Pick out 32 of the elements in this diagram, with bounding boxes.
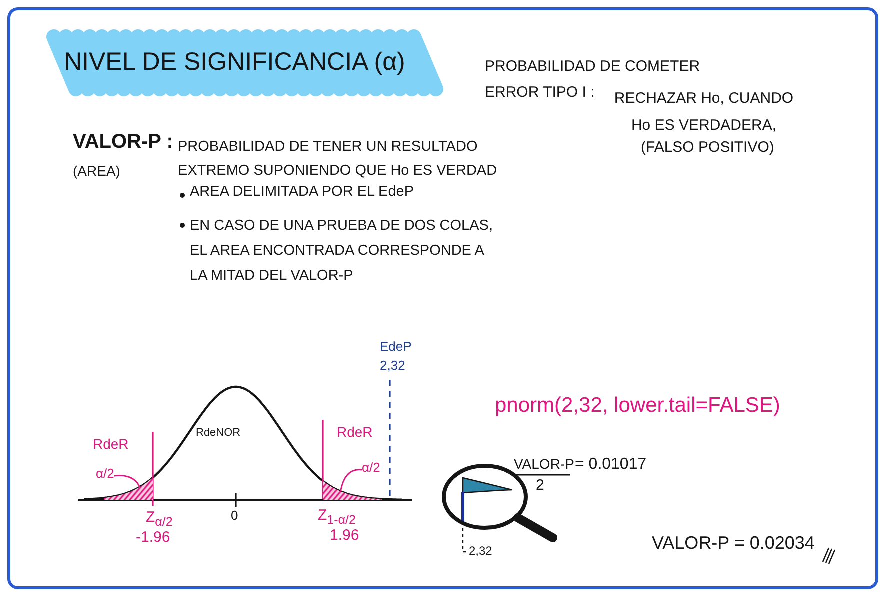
- z-score-label: Z$_{α/2}$: [146, 509, 173, 530]
- region-label: RdeR: [337, 424, 373, 440]
- statistic-label: EdeP: [380, 340, 412, 355]
- z-score-label: Z$_{1-α/2}$: [318, 507, 356, 528]
- definition-text: ERROR TIPO I :: [485, 84, 595, 102]
- shaded-tail-area: [323, 481, 382, 500]
- axis-value: 0: [231, 509, 238, 524]
- axis-value: 1.96: [330, 527, 360, 544]
- tail-label: α/2: [362, 461, 380, 476]
- region-label: RdeNOR: [196, 427, 241, 440]
- term-heading: VALOR-P :: [73, 131, 174, 154]
- region-label: RdeR: [93, 436, 129, 452]
- tail-label: α/2: [96, 467, 114, 482]
- statistic-value: 2,32: [380, 359, 406, 374]
- definition-text: PROBABILIDAD DE TENER UN RESULTADO EXTREMO SUPONIENDO QUE Ho ES VERDAD: [178, 138, 498, 181]
- title: NIVEL DE SIGNIFICANCIA (α): [64, 48, 406, 77]
- bullet-text: AREA DELIMITADA POR EL EdeP: [190, 184, 414, 201]
- result-text: = 0.01017: [575, 456, 647, 474]
- note-text: (FALSO POSITIVO): [641, 139, 774, 156]
- note-text: (AREA): [73, 163, 120, 180]
- leader-line: [340, 469, 362, 492]
- fraction-numerator: VALOR-P: [514, 456, 574, 472]
- shaded-tail-area: [104, 478, 153, 500]
- definition-text: RECHAZAR Ho, CUANDO Ho ES VERDADERA,: [613, 89, 795, 136]
- result-text: VALOR-P = 0.02034: [652, 533, 815, 554]
- fraction-denominator: 2: [536, 477, 544, 494]
- definition-text: PROBABILIDAD DE COMETER: [485, 58, 700, 76]
- formula-text: pnorm(2,32, lower.tail=FALSE): [495, 394, 780, 418]
- axis-value: -1.96: [136, 529, 170, 546]
- axis-value: 2,32: [469, 545, 492, 559]
- leader-line: [114, 475, 140, 488]
- bullet-text: EN CASO DE UNA PRUEBA DE DOS COLAS, EL AREA ENCONTRADA CORRESPONDE A LA MITAD DEL VALOR-P: [190, 217, 494, 286]
